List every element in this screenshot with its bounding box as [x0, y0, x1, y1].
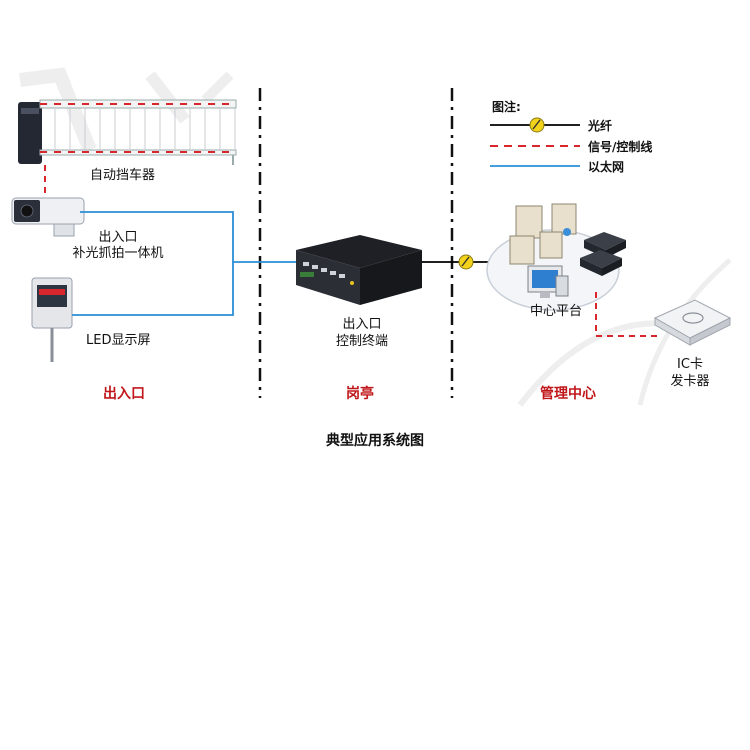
- fiber-badge-icon: [458, 254, 474, 270]
- zone-label-guard-booth: 岗亭: [346, 386, 374, 402]
- controller-label-line1: 出入口: [342, 317, 382, 332]
- platform-label: 中心平台: [529, 304, 583, 319]
- controller-terminal-icon: [296, 235, 422, 305]
- led-controller-ethernet-line: [72, 262, 234, 316]
- legend-signal-label: 信号/控制线: [588, 140, 653, 154]
- camera-icon: [11, 197, 85, 237]
- barrier-label: 自动挡车器: [90, 168, 156, 183]
- led-label: LED显示屏: [86, 333, 151, 348]
- camera-label-line2: 补光抓拍一体机: [72, 246, 164, 261]
- legend-samples: [490, 117, 580, 167]
- server-cluster-icon: [509, 203, 577, 265]
- camera-label-line1: 出入口: [98, 230, 138, 245]
- storage-device-icon: [580, 232, 626, 276]
- card-issuer-icon: [653, 299, 732, 346]
- card-issuer-label-line1: IC卡: [677, 357, 703, 372]
- led-display-icon: [31, 277, 73, 362]
- barrier-gate-icon: [18, 99, 237, 165]
- controller-label-line2: 控制终端: [335, 334, 389, 349]
- camera-controller-ethernet-line: [80, 211, 300, 263]
- legend-fiber-label: 光纤: [588, 119, 613, 133]
- workstation-icon: [527, 265, 569, 298]
- legend-ethernet-label: 以太网: [588, 160, 625, 174]
- card-issuer-label-line2: 发卡器: [670, 374, 710, 389]
- legend-title: 图注:: [492, 100, 521, 114]
- diagram-caption: 典型应用系统图: [326, 433, 424, 449]
- zone-label-management-center: 管理中心: [540, 386, 596, 402]
- platform-card-issuer-signal-line: [595, 292, 660, 337]
- zone-label-entrance: 出入口: [103, 386, 145, 402]
